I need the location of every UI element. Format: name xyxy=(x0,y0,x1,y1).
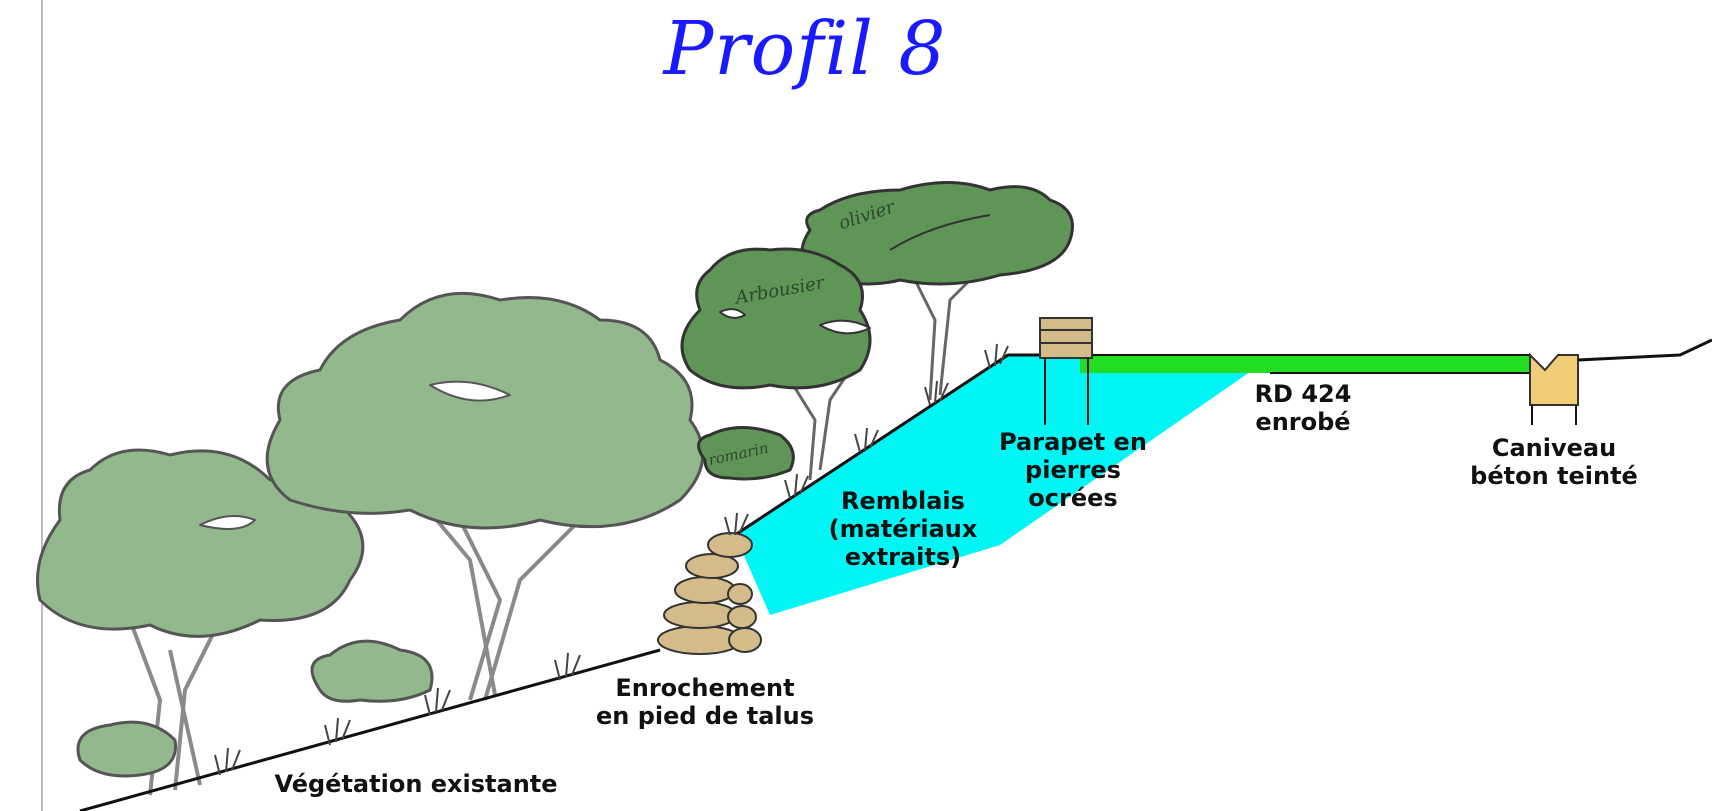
existing-trees xyxy=(36,291,705,796)
label-remblais-line-2: (matériaux xyxy=(828,515,978,543)
label-parapet-line-3: ocrées xyxy=(1028,484,1118,512)
tree-canopy-small xyxy=(36,448,365,638)
ground-line-right xyxy=(1577,338,1712,362)
label-parapet-line-1: Parapet en xyxy=(999,428,1147,456)
parapet-wall xyxy=(1039,317,1093,425)
ground-line-lower xyxy=(79,648,661,811)
label-route: RD 424 enrobé xyxy=(1255,380,1352,436)
label-remblais-line-3: extraits) xyxy=(844,543,962,571)
label-vegetation: Végétation existante xyxy=(274,770,557,798)
tree-romarin xyxy=(697,426,795,481)
grass-tufts xyxy=(214,343,1009,776)
label-route-line-2: enrobé xyxy=(1255,408,1351,436)
road-surface xyxy=(1080,355,1530,373)
label-enrochement-line-2: en pied de talus xyxy=(595,702,815,730)
shrub-base xyxy=(76,720,178,778)
label-vegetation-text: Végétation existante xyxy=(274,770,558,798)
label-enrochement: Enrochement en pied de talus xyxy=(596,674,814,730)
caniveau-gutter xyxy=(1529,352,1579,425)
label-remblais-line-1: Remblais xyxy=(841,487,965,515)
label-enrochement-line-1: Enrochement xyxy=(615,674,795,702)
label-route-line-1: RD 424 xyxy=(1254,380,1352,408)
tree-canopy-large xyxy=(265,291,705,530)
label-remblais: Remblais (matériaux extraits) xyxy=(829,487,978,571)
tree-arbousier xyxy=(680,247,872,390)
label-caniveau-line-2: béton teinté xyxy=(1470,462,1638,490)
label-caniveau: Caniveau béton teinté xyxy=(1470,434,1638,490)
label-parapet-line-2: pierres xyxy=(1025,456,1121,484)
tree-olivier xyxy=(800,181,1074,286)
remblais-fill xyxy=(735,355,1260,615)
label-caniveau-line-1: Caniveau xyxy=(1491,434,1617,462)
label-parapet: Parapet en pierres ocrées xyxy=(999,428,1147,512)
rock-pile xyxy=(657,532,762,655)
shrub-small xyxy=(310,639,434,703)
page-title: Profil 8 xyxy=(663,6,947,92)
slope-trees xyxy=(680,181,1074,481)
